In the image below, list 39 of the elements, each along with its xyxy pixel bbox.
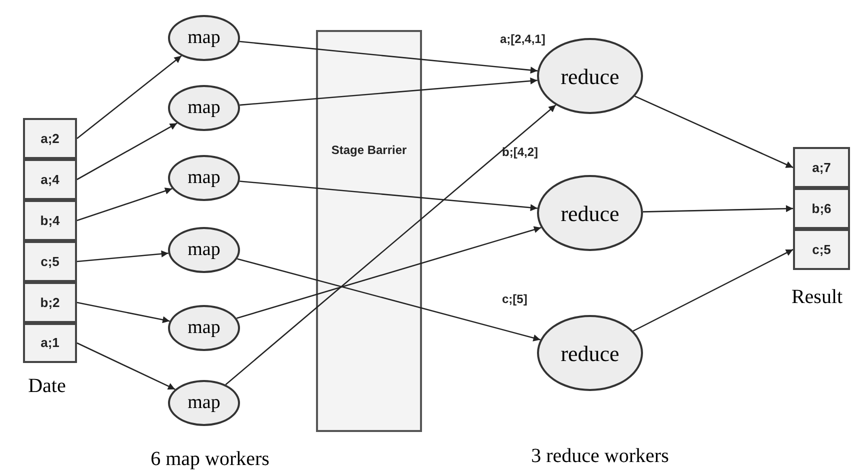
arrow <box>76 250 168 262</box>
table-cell: b;4 <box>23 200 77 241</box>
map-ellipse: map <box>168 155 240 201</box>
map-ellipse: map <box>168 15 240 61</box>
reduce-ellipse: reduce <box>537 315 643 391</box>
arrow <box>240 40 538 74</box>
table-cell: c;5 <box>23 241 77 282</box>
table-cell: a;2 <box>23 118 77 159</box>
arrow <box>237 258 540 342</box>
map-ellipse: map <box>168 85 240 131</box>
arrow <box>240 180 538 212</box>
key-values-label: c;[5] <box>502 291 528 308</box>
arrow <box>634 96 794 168</box>
map-ellipse: map <box>168 227 240 273</box>
arrow <box>240 77 538 106</box>
table-cell: b;2 <box>23 282 77 323</box>
arrow <box>76 302 170 324</box>
group-caption: 6 map workers <box>150 447 270 472</box>
table-cell: b;6 <box>793 188 850 229</box>
table-cell: a;1 <box>23 323 77 363</box>
arrow <box>236 226 542 319</box>
table-cell: a;7 <box>793 147 850 188</box>
reduce-ellipse: reduce <box>537 175 643 251</box>
arrow <box>632 248 794 332</box>
arrow <box>76 342 176 390</box>
group-caption: 3 reduce workers <box>530 444 670 469</box>
table-cell: c;5 <box>793 229 850 270</box>
arrow <box>225 104 556 386</box>
map-ellipse: map <box>168 380 240 426</box>
table-caption: Date <box>27 376 67 396</box>
key-values-label: b;[4,2] <box>502 144 538 161</box>
barrier-label: Stage Barrier <box>331 143 407 158</box>
arrow <box>642 205 794 212</box>
arrow <box>76 122 178 180</box>
table-caption: Result <box>790 287 844 307</box>
arrow <box>76 55 182 139</box>
table-cell: a;4 <box>23 159 77 200</box>
arrow <box>76 188 172 222</box>
map-ellipse: map <box>168 305 240 351</box>
